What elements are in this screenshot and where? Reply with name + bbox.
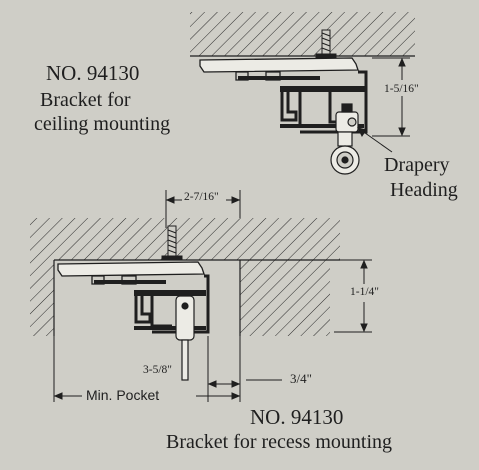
ceiling-carrier-roller [330,103,360,175]
top-model-number: NO. 94130 [46,61,140,85]
recess-inner-dimension: 3-5/8" [143,364,172,376]
ceiling-dimension-lines [357,57,410,153]
recess-screw [161,225,183,261]
top-caption-line1: Bracket for [40,89,131,111]
recess-right-dimension: 1-1/4" [350,286,379,298]
recess-gap-dimension: 3/4" [290,371,312,386]
drapery-callout-line2: Heading [390,179,458,201]
bottom-caption: Bracket for recess mounting [166,431,393,453]
recess-hatch [30,218,340,336]
min-pocket-label: Min. Pocket [86,387,160,403]
top-caption-line2: ceiling mounting [34,113,171,135]
recess-carrier-hook [175,295,195,381]
recess-bracket [57,261,210,334]
recess-dimension-lines [53,190,372,402]
ceiling-hatch [190,12,415,57]
drapery-callout-line1: Drapery [384,154,450,176]
recess-top-dimension: 2-7/16" [184,191,219,203]
bottom-model-number: NO. 94130 [250,405,344,429]
top-height-dimension: 1-5/16" [384,83,419,95]
